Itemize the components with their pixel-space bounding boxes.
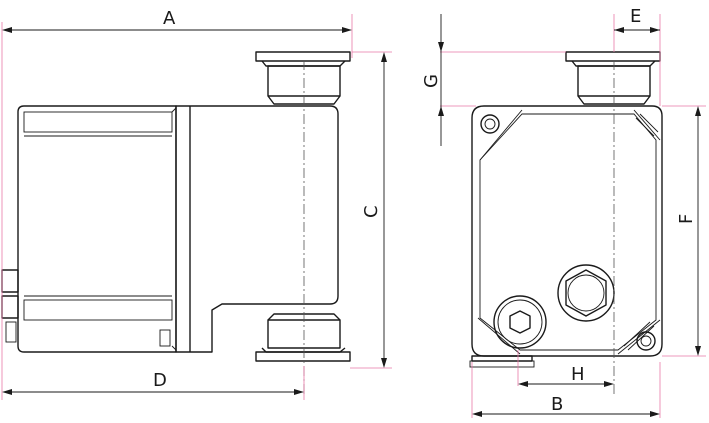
dimension-labels: A D C G E F H B bbox=[153, 6, 697, 415]
front-screw-bottom-right bbox=[636, 331, 656, 351]
dimension-label-c: C bbox=[361, 205, 382, 218]
front-hex-bolt bbox=[493, 295, 547, 349]
front-cable-entry bbox=[557, 264, 615, 322]
dimension-label-b: B bbox=[551, 394, 563, 415]
dimension-lines bbox=[2, 14, 701, 417]
side-bottom-flange bbox=[255, 313, 351, 362]
dimension-label-h: H bbox=[571, 364, 585, 385]
dimension-label-f: F bbox=[676, 214, 697, 224]
side-view bbox=[1, 51, 351, 396]
extension-lines bbox=[1, 14, 706, 418]
side-right-housing bbox=[175, 105, 339, 353]
front-screw-top-left bbox=[480, 114, 500, 134]
front-foot bbox=[469, 355, 535, 368]
front-view bbox=[469, 51, 663, 396]
dimension-label-a: A bbox=[163, 8, 176, 29]
dimension-label-g: G bbox=[421, 74, 442, 88]
front-top-flange bbox=[565, 51, 661, 105]
dimension-label-d: D bbox=[153, 370, 167, 391]
side-cable-glands bbox=[1, 269, 19, 343]
side-motor-block bbox=[17, 105, 177, 353]
front-body-outline bbox=[471, 105, 663, 357]
front-inner-face bbox=[479, 113, 657, 351]
dimension-label-e: E bbox=[630, 6, 641, 27]
side-top-flange bbox=[255, 51, 351, 105]
